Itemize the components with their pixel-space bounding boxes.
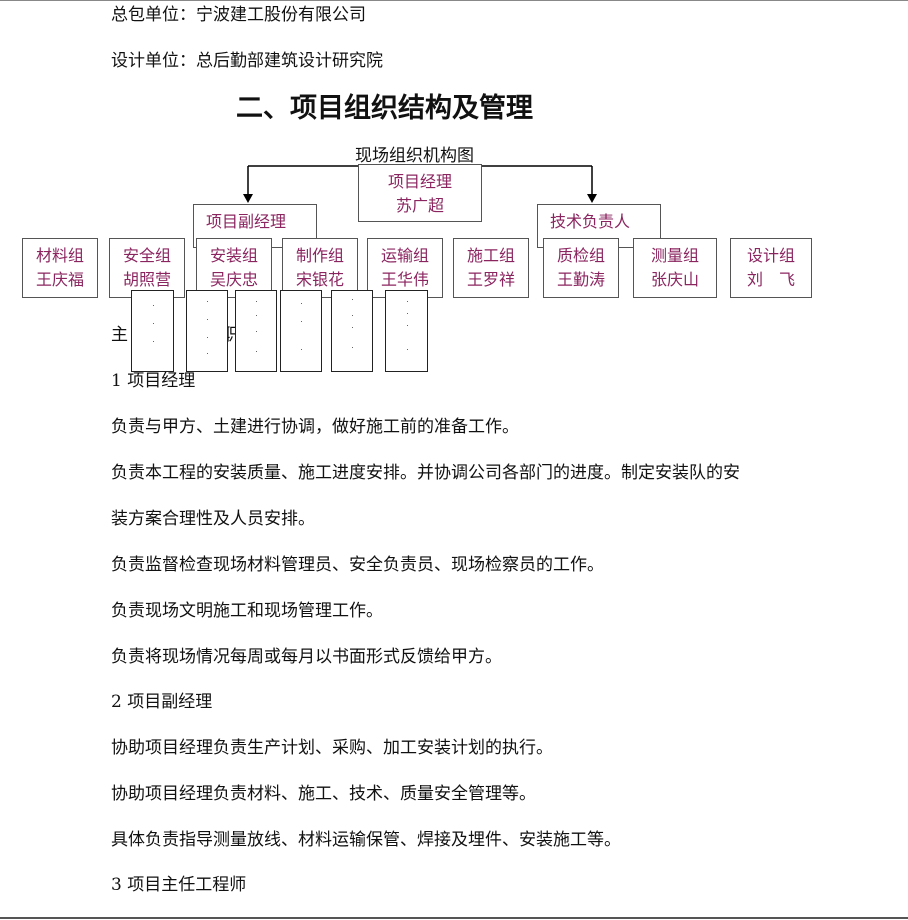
team-box-survey: 测量组 张庆山 xyxy=(633,238,717,298)
manager-role: 项目经理 xyxy=(387,172,452,191)
deputy-item: 协助项目经理负责材料、施工、技术、质量安全管理等。 xyxy=(111,784,536,804)
team-role: 测量组 xyxy=(650,246,699,265)
team-role: 材料组 xyxy=(35,246,84,265)
team-leader: 王罗祥 xyxy=(466,270,515,289)
sub-box-5 xyxy=(331,290,373,372)
pm-heading: 1 项目经理 xyxy=(111,371,196,391)
deputy-item: 具体负责指导测量放线、材料运输保管、焊接及埋件、安装施工等。 xyxy=(111,830,621,850)
manager-name: 苏广超 xyxy=(395,196,444,215)
team-box-installation: 安装组 吴庆忠 xyxy=(196,238,272,298)
team-role: 设计组 xyxy=(746,246,795,265)
team-box-materials: 材料组 王庆福 xyxy=(22,238,98,298)
team-role: 安装组 xyxy=(209,246,258,265)
team-leader: 王勤涛 xyxy=(556,270,605,289)
team-role: 施工组 xyxy=(466,246,515,265)
deputy-role: 项目副经理 xyxy=(206,212,287,231)
designer-line: 设计单位：总后勤部建筑设计研究院 xyxy=(111,51,383,71)
team-role: 质检组 xyxy=(556,246,605,265)
tech-lead-role: 技术负责人 xyxy=(550,212,631,231)
pm-item: 装方案合理性及人员安排。 xyxy=(111,509,315,529)
team-box-transport: 运输组 王华伟 xyxy=(367,238,443,298)
team-leader: 宋银花 xyxy=(295,270,344,289)
team-leader: 胡照营 xyxy=(122,270,171,289)
contractor-line: 总包单位：宁波建工股份有限公司 xyxy=(111,5,366,25)
team-leader: 王庆福 xyxy=(35,270,84,289)
duties-heading-fragment: 主 xyxy=(111,325,128,345)
pm-item: 负责现场文明施工和现场管理工作。 xyxy=(111,601,383,621)
page-bottom-border xyxy=(0,917,908,919)
manager-box: 项目经理 苏广超 xyxy=(358,164,482,222)
team-leader: 张庆山 xyxy=(650,270,699,289)
sub-box-2 xyxy=(186,290,228,372)
pm-item: 负责与甲方、土建进行协调，做好施工前的准备工作。 xyxy=(111,417,519,437)
pm-item: 负责将现场情况每周或每月以书面形式反馈给甲方。 xyxy=(111,647,502,667)
sub-box-4 xyxy=(280,290,322,372)
sub-box-6 xyxy=(385,290,428,372)
team-role: 运输组 xyxy=(380,246,429,265)
team-role: 制作组 xyxy=(295,246,344,265)
team-box-quality: 质检组 王勤涛 xyxy=(543,238,619,298)
section-title: 二、项目组织结构及管理 xyxy=(236,93,533,124)
chief-engineer-heading: 3 项目主任工程师 xyxy=(111,875,247,895)
sub-box-1 xyxy=(131,290,174,372)
pm-item: 负责本工程的安装质量、施工进度安排。并协调公司各部门的进度。制定安装队的安 xyxy=(111,463,740,483)
team-role: 安全组 xyxy=(122,246,171,265)
org-chart-title: 现场组织机构图 xyxy=(355,146,474,166)
team-box-construction: 施工组 王罗祥 xyxy=(453,238,529,298)
sub-box-3 xyxy=(235,290,277,372)
team-leader: 王华伟 xyxy=(380,270,429,289)
team-box-design: 设计组 刘 飞 xyxy=(730,238,812,298)
deputy-heading: 2 项目副经理 xyxy=(111,692,213,712)
page-top-border xyxy=(0,0,908,1)
deputy-item: 协助项目经理负责生产计划、采购、加工安装计划的执行。 xyxy=(111,738,553,758)
team-box-fabrication: 制作组 宋银花 xyxy=(282,238,358,298)
pm-item: 负责监督检查现场材料管理员、安全负责员、现场检察员的工作。 xyxy=(111,555,604,575)
team-leader: 刘 飞 xyxy=(746,270,795,289)
team-leader: 吴庆忠 xyxy=(209,270,258,289)
team-box-safety: 安全组 胡照营 xyxy=(109,238,185,298)
